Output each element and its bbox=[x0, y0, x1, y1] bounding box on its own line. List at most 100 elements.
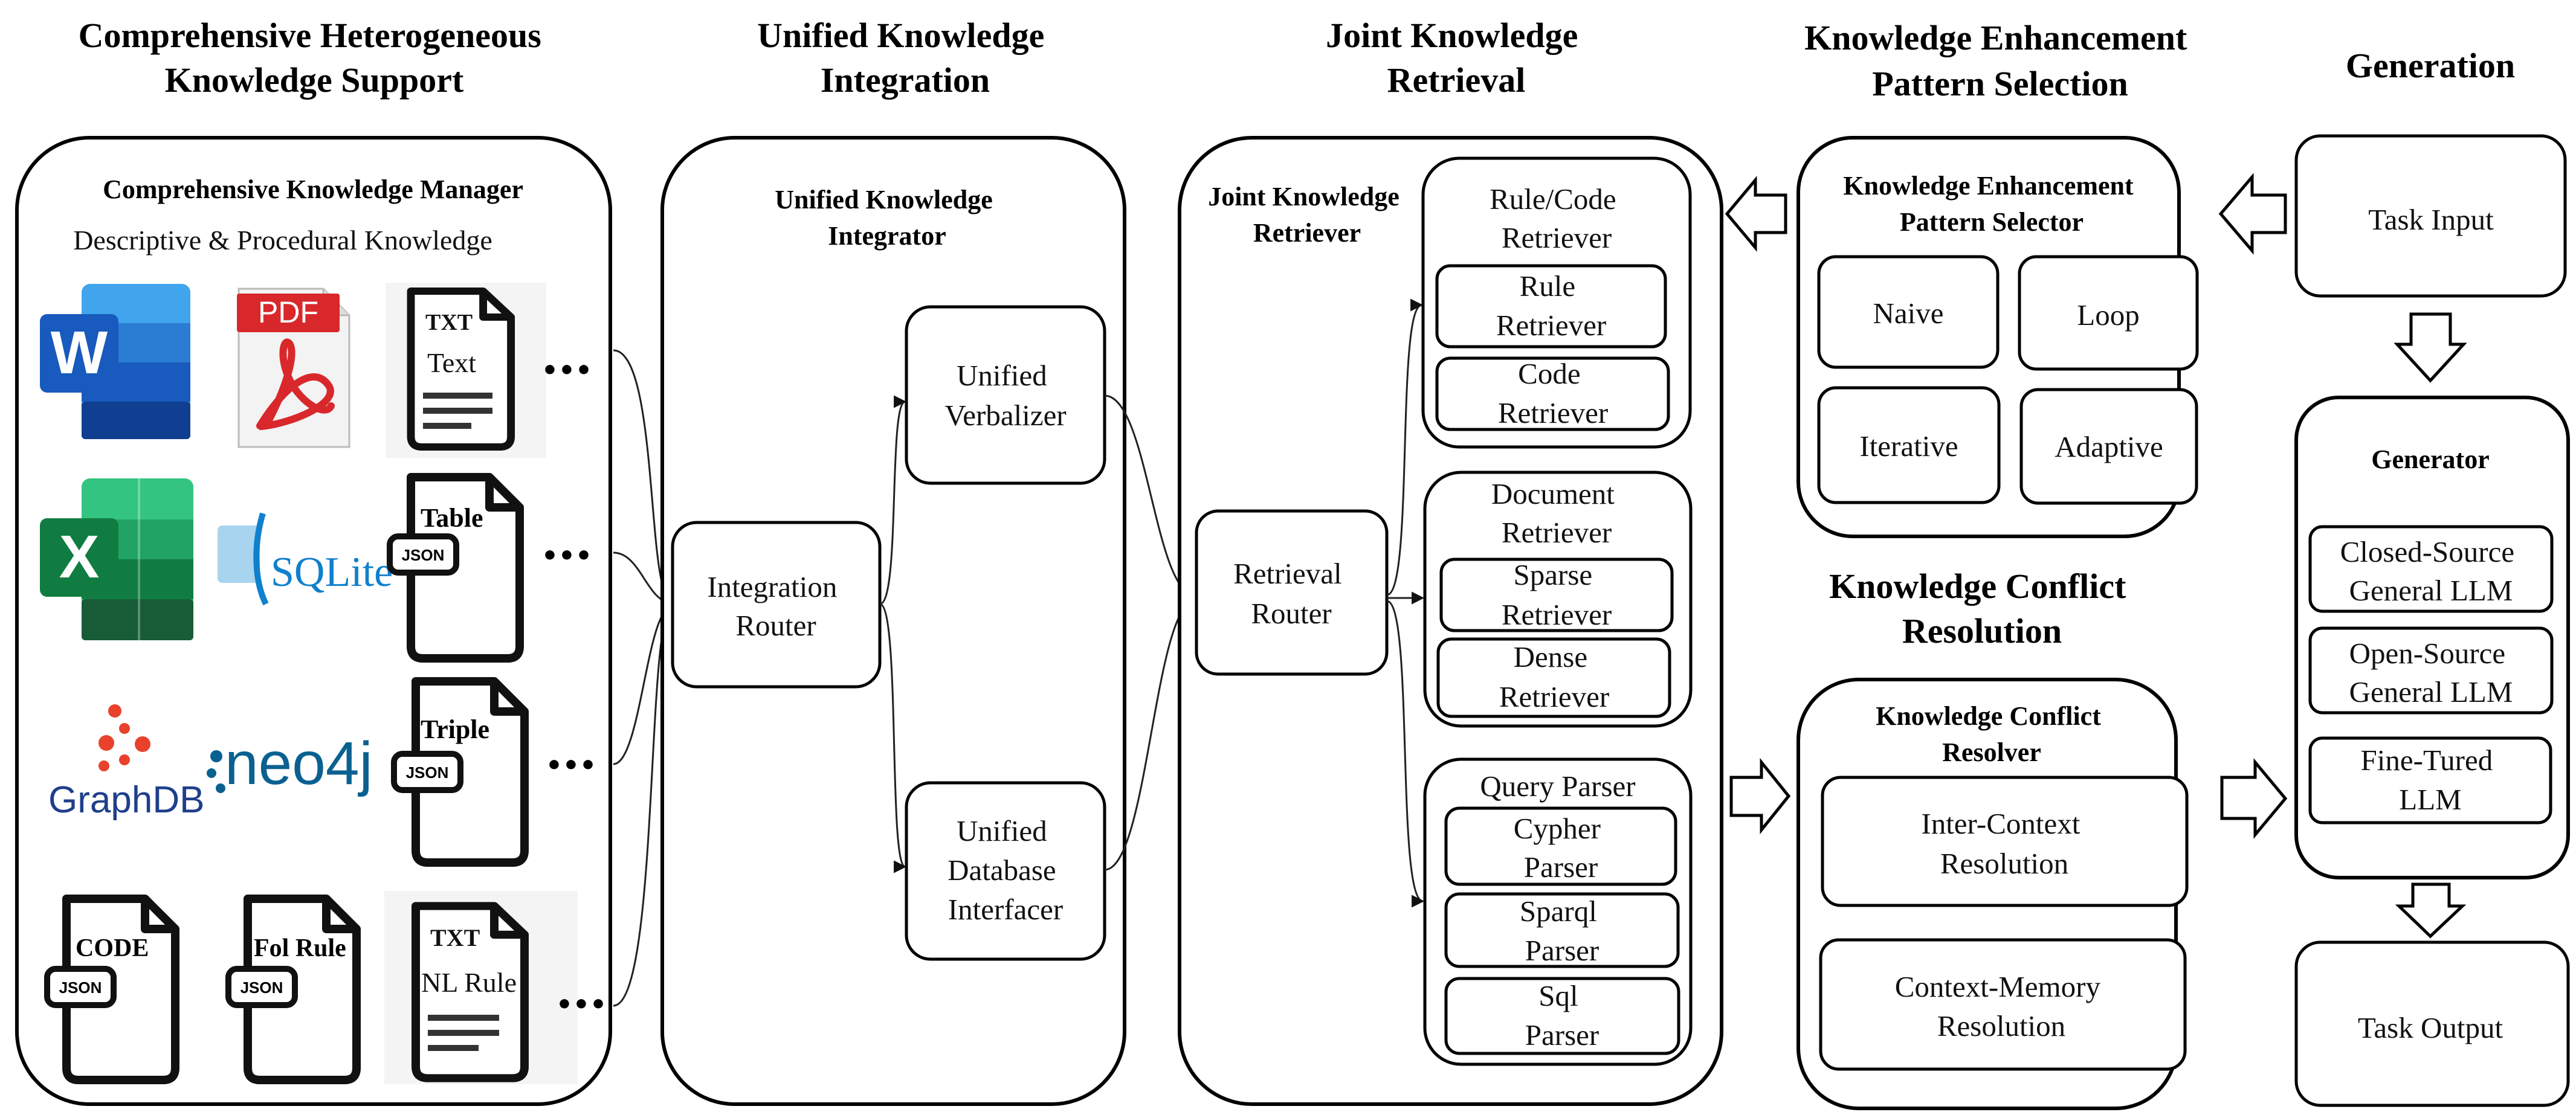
more-ellipsis-row1: ••• bbox=[541, 355, 592, 386]
rule-retriever-node: Rule Retriever bbox=[1435, 264, 1667, 349]
task-input-node: Task Input bbox=[2294, 134, 2567, 298]
sparql-parser-node: Sparql Parser bbox=[1444, 892, 1680, 968]
svg-text:X: X bbox=[59, 523, 100, 591]
svg-text:Fine-Tured LLM: Fine-Tured LLM bbox=[2361, 744, 2500, 816]
svg-text:JSON: JSON bbox=[402, 546, 445, 564]
svg-text:Adaptive: Adaptive bbox=[2055, 430, 2163, 463]
svg-text:Inter-Context Resolution: Inter-Context Resolution bbox=[1921, 807, 2087, 880]
task-output-node: Task Output bbox=[2294, 940, 2570, 1107]
generator-title: Generator bbox=[2371, 445, 2489, 474]
excel-icon: X bbox=[40, 478, 193, 640]
pdf-icon: PDF bbox=[237, 288, 350, 448]
word-icon: W bbox=[40, 284, 190, 439]
pattern-option-adaptive: Adaptive bbox=[2019, 388, 2198, 505]
pattern-option-naive: Naive bbox=[1817, 255, 2000, 369]
table-json-icon: Table JSON bbox=[387, 477, 520, 658]
heading-knowledge-support: Comprehensive Heterogeneous Knowledge Su… bbox=[79, 16, 550, 100]
heading-conflict-resolution: Knowledge Conflict Resolution bbox=[1829, 567, 2135, 651]
arrow-input-to-pattern bbox=[2218, 173, 2287, 255]
svg-text:Rule Retriever: Rule Retriever bbox=[1496, 269, 1606, 342]
triple-json-icon: Triple JSON bbox=[391, 681, 525, 863]
fol-rule-json-icon: Fol Rule JSON bbox=[225, 899, 357, 1080]
joint-retriever-title: Joint Knowledge Retriever bbox=[1208, 182, 1406, 248]
sparse-retriever-node: Sparse Retriever bbox=[1439, 558, 1674, 632]
context-memory-resolution-node: Context-Memory Resolution bbox=[1819, 938, 2187, 1071]
code-retriever-node: Code Retriever bbox=[1435, 356, 1670, 431]
text-doc-label: Text bbox=[427, 347, 476, 378]
svg-text:Open-Source General LLM: Open-Source General LLM bbox=[2349, 637, 2513, 709]
svg-text:JSON: JSON bbox=[59, 979, 102, 997]
unified-database-interfacer-node: Unified Database Interfacer bbox=[905, 781, 1106, 961]
svg-text:Loop: Loop bbox=[2077, 298, 2139, 332]
svg-text:TXT: TXT bbox=[430, 924, 480, 951]
pattern-option-loop: Loop bbox=[2018, 255, 2199, 371]
connector-router-to-query-parser bbox=[1386, 600, 1425, 908]
neo4j-icon: neo4j bbox=[207, 730, 373, 797]
svg-text:Context-Memory Resolutio: Context-Memory Resolution bbox=[1895, 970, 2108, 1043]
svg-text:GraphDB: GraphDB bbox=[48, 779, 204, 821]
table-doc-label: Table bbox=[421, 503, 483, 533]
knowledge-manager-subtitle: Descriptive & Procedural Knowledge bbox=[73, 225, 492, 256]
more-ellipsis-row2: ••• bbox=[541, 541, 592, 571]
svg-text:TXT: TXT bbox=[425, 310, 473, 335]
svg-text:neo4j: neo4j bbox=[225, 730, 373, 797]
fine-tuned-llm-node: Fine-Tured LLM bbox=[2308, 736, 2552, 824]
code-json-icon: CODE JSON bbox=[44, 899, 175, 1080]
nl-rule-doc-label: NL Rule bbox=[421, 967, 517, 998]
arrow-pattern-to-retriever bbox=[1725, 176, 1787, 252]
svg-text:Retrieval Router: Retrieval Router bbox=[1233, 557, 1349, 630]
svg-text:Iterative: Iterative bbox=[1859, 429, 1958, 463]
svg-text:Sql Parser: Sql Parser bbox=[1525, 979, 1599, 1052]
txt-nl-rule-icon: TXT NL Rule bbox=[384, 891, 578, 1084]
svg-text:JSON: JSON bbox=[406, 763, 449, 782]
code-doc-label: CODE bbox=[76, 934, 149, 962]
pattern-selector-title: Knowledge Enhancement Pattern Selector bbox=[1843, 171, 2140, 237]
pattern-option-iterative: Iterative bbox=[1817, 386, 2001, 504]
svg-text:Unified Verbalizer: Unified Verbalizer bbox=[944, 359, 1066, 432]
fol-rule-doc-label: Fol Rule bbox=[254, 934, 346, 962]
integration-router-node: Integration Router bbox=[671, 521, 882, 689]
arrow-input-to-generator bbox=[2394, 312, 2467, 383]
connector-router-to-verbalizer bbox=[879, 395, 907, 605]
arrow-conflict-to-generator bbox=[2220, 758, 2288, 839]
svg-text:Code Retriever: Code Retriever bbox=[1498, 357, 1608, 429]
svg-text:Integration Router: Integration Router bbox=[707, 570, 844, 642]
arrow-retriever-to-conflict bbox=[1729, 757, 1791, 835]
heading-generation: Generation bbox=[2346, 46, 2515, 85]
svg-text:PDF: PDF bbox=[258, 295, 318, 329]
svg-text:Rule/Code Retriever: Rule/Code Retriever bbox=[1490, 182, 1624, 254]
dense-retriever-node: Dense Retriever bbox=[1436, 637, 1671, 718]
svg-text:Task Input: Task Input bbox=[2368, 203, 2494, 236]
svg-text:Sparse Retriever: Sparse Retriever bbox=[1502, 558, 1612, 631]
closed-source-llm-node: Closed-Source General LLM bbox=[2308, 525, 2554, 613]
svg-text:Unified Database I: Unified Database Interfacer bbox=[947, 814, 1064, 926]
svg-text:Sparql Parser: Sparql Parser bbox=[1520, 895, 1604, 967]
svg-text:Task Output: Task Output bbox=[2358, 1011, 2503, 1044]
connector-router-to-rule-code bbox=[1386, 298, 1424, 596]
inter-context-resolution-node: Inter-Context Resolution bbox=[1821, 776, 2189, 907]
more-ellipsis-row3: ••• bbox=[546, 750, 596, 781]
svg-text:Dense Retriever: Dense Retriever bbox=[1499, 640, 1609, 713]
open-source-llm-node: Open-Source General LLM bbox=[2308, 626, 2554, 715]
svg-text:Closed-Source General LL: Closed-Source General LLM bbox=[2340, 535, 2522, 607]
heading-knowledge-integration: Unified Knowledge Integration bbox=[757, 16, 1053, 100]
svg-text:Query Parser: Query Parser bbox=[1480, 770, 1635, 803]
unified-verbalizer-node: Unified Verbalizer bbox=[905, 305, 1106, 485]
triple-doc-label: Triple bbox=[421, 715, 489, 744]
knowledge-integrator-title: Unified Knowledge Integrator bbox=[775, 185, 999, 251]
svg-text:W: W bbox=[51, 319, 108, 387]
connector-router-to-interfacer bbox=[879, 603, 907, 873]
sqlite-icon: SQLite bbox=[218, 512, 393, 606]
arrow-generator-to-output bbox=[2395, 882, 2467, 939]
more-ellipsis-row4: ••• bbox=[556, 989, 607, 1020]
svg-text:Naive: Naive bbox=[1873, 297, 1944, 330]
retrieval-router-node: Retrieval Router bbox=[1195, 509, 1389, 676]
cypher-parser-node: Cypher Parser bbox=[1444, 806, 1677, 886]
svg-text:JSON: JSON bbox=[240, 979, 283, 997]
graphdb-icon: GraphDB bbox=[48, 704, 204, 821]
sql-parser-node: Sql Parser bbox=[1444, 977, 1680, 1055]
conflict-resolver-title: Knowledge Conflict Resolver bbox=[1876, 701, 2108, 767]
svg-text:Document Retriever: Document Retriever bbox=[1491, 477, 1622, 549]
heading-pattern-selection: Knowledge Enhancement Pattern Selection bbox=[1804, 18, 2196, 103]
